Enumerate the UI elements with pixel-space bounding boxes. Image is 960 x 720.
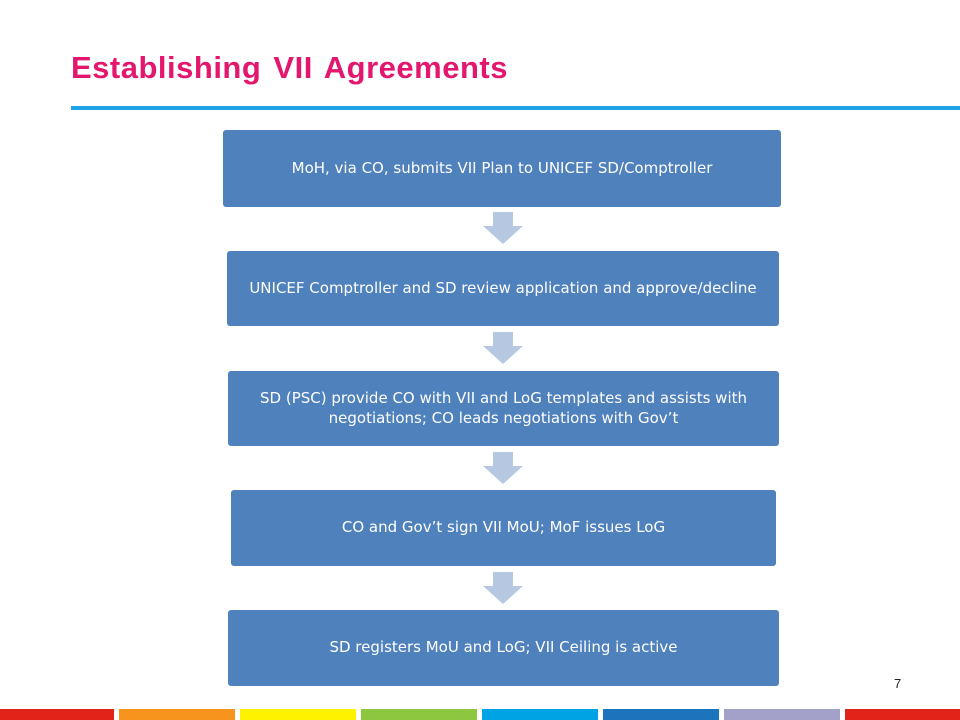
footer-bar-yellow (240, 709, 356, 720)
title-underline (71, 106, 960, 110)
footer-bar-red-end (845, 709, 960, 720)
footer-bar-cyan (482, 709, 598, 720)
page-number: 7 (894, 676, 902, 691)
footer-bar-red (0, 709, 114, 720)
flow-step-1: MoH, via CO, submits VII Plan to UNICEF … (223, 130, 781, 207)
slide-title: Establishing VII Agreements (71, 50, 508, 85)
flow-step-4: CO and Gov’t sign VII MoU; MoF issues Lo… (231, 490, 776, 566)
footer-bar-orange (119, 709, 235, 720)
flow-step-2: UNICEF Comptroller and SD review applica… (227, 251, 779, 326)
down-arrow-icon (483, 452, 523, 484)
footer-bar-blue (603, 709, 719, 720)
footer-bar-lavender (724, 709, 840, 720)
flow-step-5: SD registers MoU and LoG; VII Ceiling is… (228, 610, 779, 686)
flow-step-3: SD (PSC) provide CO with VII and LoG tem… (228, 371, 779, 446)
down-arrow-icon (483, 572, 523, 604)
footer-bar-green (361, 709, 477, 720)
down-arrow-icon (483, 212, 523, 244)
down-arrow-icon (483, 332, 523, 364)
